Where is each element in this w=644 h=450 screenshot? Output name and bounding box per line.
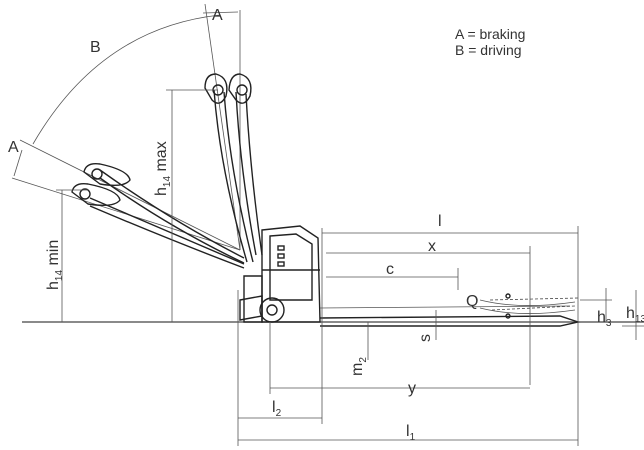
tiller-upper-limit-line bbox=[204, 3, 241, 251]
braking-arc-top bbox=[202, 11, 239, 14]
tiller-upper-position bbox=[204, 73, 263, 263]
label-s: s bbox=[417, 334, 434, 342]
forks bbox=[319, 293, 581, 327]
legend-braking: A = braking bbox=[455, 26, 525, 42]
tiller-sweep-arc bbox=[32, 14, 221, 145]
label-x: x bbox=[428, 238, 436, 255]
label-y: y bbox=[408, 380, 416, 397]
label-l: l bbox=[438, 213, 442, 230]
legend-driving: B = driving bbox=[455, 42, 522, 58]
label-l1: l1 bbox=[406, 423, 416, 443]
label-a-top: A bbox=[212, 7, 223, 24]
label-q: Q bbox=[466, 293, 478, 310]
label-b: B bbox=[90, 39, 101, 56]
label-l2: l2 bbox=[272, 399, 282, 419]
label-h13: h13 bbox=[626, 305, 644, 325]
label-a-left: A bbox=[8, 139, 19, 156]
label-h14max: h14 max bbox=[153, 141, 173, 196]
tiller-lower-limit-line bbox=[19, 139, 241, 251]
label-m2: m2 bbox=[349, 357, 369, 376]
label-h14min: h14 min bbox=[45, 240, 65, 290]
truck-body bbox=[239, 225, 321, 323]
braking-arc-left bbox=[13, 149, 23, 177]
label-h3: h3 bbox=[597, 309, 612, 329]
tiller-lower-position bbox=[71, 162, 245, 269]
label-c: c bbox=[386, 261, 394, 278]
